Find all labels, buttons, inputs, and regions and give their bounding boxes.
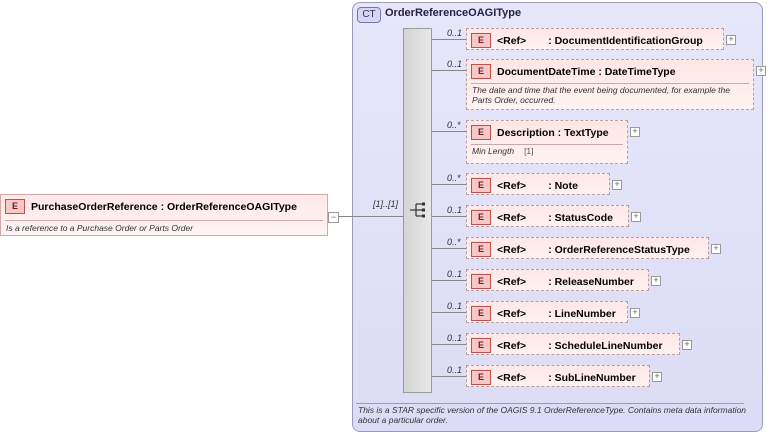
connector-line <box>432 280 466 281</box>
ref-label: <Ref> <box>497 179 527 192</box>
connector-line <box>432 184 466 185</box>
element-badge: E <box>471 338 491 353</box>
connector-line <box>432 376 466 377</box>
element-badge: E <box>471 306 491 321</box>
facet-row: Min Length [1] <box>472 146 624 156</box>
connector-line <box>432 248 466 249</box>
element-badge: E <box>471 33 491 48</box>
expand-toggle[interactable]: + <box>630 127 640 137</box>
element-badge: E <box>471 125 491 140</box>
element-name: : ReleaseNumber <box>548 275 634 288</box>
multiplicity-label: 0..1 <box>447 205 463 215</box>
multiplicity-label: 0..1 <box>447 301 463 311</box>
connector-line <box>432 131 466 132</box>
element-name: : StatusCode <box>548 211 613 224</box>
element-badge: E <box>471 242 491 257</box>
ref-label: <Ref> <box>497 371 527 384</box>
connector-line <box>338 216 403 217</box>
element-name: : Note <box>548 179 578 192</box>
expand-toggle[interactable]: + <box>631 212 641 222</box>
element-badge: E <box>471 178 491 193</box>
child-element[interactable]: E <Ref> : StatusCode <box>466 205 629 227</box>
divider <box>5 220 323 221</box>
root-element-name: PurchaseOrderReference : OrderReferenceO… <box>31 200 297 213</box>
connector-line <box>432 39 466 40</box>
divider <box>356 403 744 404</box>
expand-toggle[interactable]: + <box>756 66 766 76</box>
element-doc: The date and time that the event being d… <box>472 85 731 105</box>
complex-type-badge: CT <box>357 7 381 23</box>
child-element[interactable]: E <Ref> : SubLineNumber <box>466 365 650 387</box>
multiplicity-label: 0..1 <box>447 365 463 375</box>
element-name: Description : TextType <box>497 126 609 139</box>
child-element[interactable]: E <Ref> : Note <box>466 173 610 195</box>
child-element[interactable]: E <Ref> : ReleaseNumber <box>466 269 649 291</box>
expand-toggle[interactable]: + <box>652 372 662 382</box>
child-element[interactable]: E <Ref> : ScheduleLineNumber <box>466 333 680 355</box>
ref-label: <Ref> <box>497 339 527 352</box>
ref-label: <Ref> <box>497 275 527 288</box>
multiplicity-label: 0..* <box>447 173 461 183</box>
expand-toggle[interactable]: + <box>630 308 640 318</box>
element-badge: E <box>471 370 491 385</box>
connector-line <box>432 216 466 217</box>
ref-label: <Ref> <box>497 211 527 224</box>
multiplicity-label: 0..* <box>447 237 461 247</box>
element-badge: E <box>5 199 25 214</box>
element-name: : LineNumber <box>548 307 616 320</box>
expand-toggle[interactable]: + <box>682 340 692 350</box>
divider <box>471 144 623 145</box>
complex-type-title: OrderReferenceOAGIType <box>385 7 522 19</box>
root-element[interactable]: E PurchaseOrderReference : OrderReferenc… <box>0 194 328 236</box>
element-name: : ScheduleLineNumber <box>548 339 663 352</box>
facet-value: [1] <box>524 146 534 156</box>
ref-label: <Ref> <box>497 34 527 47</box>
element-name: : DocumentIdentificationGroup <box>548 34 703 47</box>
child-element[interactable]: E <Ref> : OrderReferenceStatusType <box>466 237 709 259</box>
element-name: DocumentDateTime : DateTimeType <box>497 65 676 78</box>
connector-line <box>432 70 466 71</box>
sequence-multiplicity: [1]..[1] <box>373 199 399 209</box>
multiplicity-label: 0..1 <box>447 28 463 38</box>
expand-toggle[interactable]: + <box>612 180 622 190</box>
element-name: : OrderReferenceStatusType <box>548 243 690 256</box>
multiplicity-label: 0..1 <box>447 269 463 279</box>
connector-line <box>432 312 466 313</box>
facet-label: Min Length <box>472 146 515 156</box>
ref-label: <Ref> <box>497 307 527 320</box>
collapse-toggle[interactable]: − <box>328 212 339 223</box>
expand-toggle[interactable]: + <box>726 35 736 45</box>
connector-line <box>432 344 466 345</box>
ref-label: <Ref> <box>497 243 527 256</box>
root-element-doc: Is a reference to a Purchase Order or Pa… <box>6 223 194 233</box>
child-element[interactable]: E <Ref> : DocumentIdentificationGroup <box>466 28 724 50</box>
element-badge: E <box>471 64 491 79</box>
expand-toggle[interactable]: + <box>711 244 721 254</box>
complex-type-doc: This is a STAR specific version of the O… <box>358 405 747 425</box>
divider <box>471 83 749 84</box>
multiplicity-label: 0..1 <box>447 333 463 343</box>
multiplicity-label: 0..1 <box>447 59 463 69</box>
expand-toggle[interactable]: + <box>651 276 661 286</box>
child-element[interactable]: E <Ref> : LineNumber <box>466 301 628 323</box>
multiplicity-label: 0..* <box>447 120 461 130</box>
element-name: : SubLineNumber <box>548 371 636 384</box>
element-badge: E <box>471 210 491 225</box>
element-badge: E <box>471 274 491 289</box>
sequence-icon <box>409 200 429 220</box>
